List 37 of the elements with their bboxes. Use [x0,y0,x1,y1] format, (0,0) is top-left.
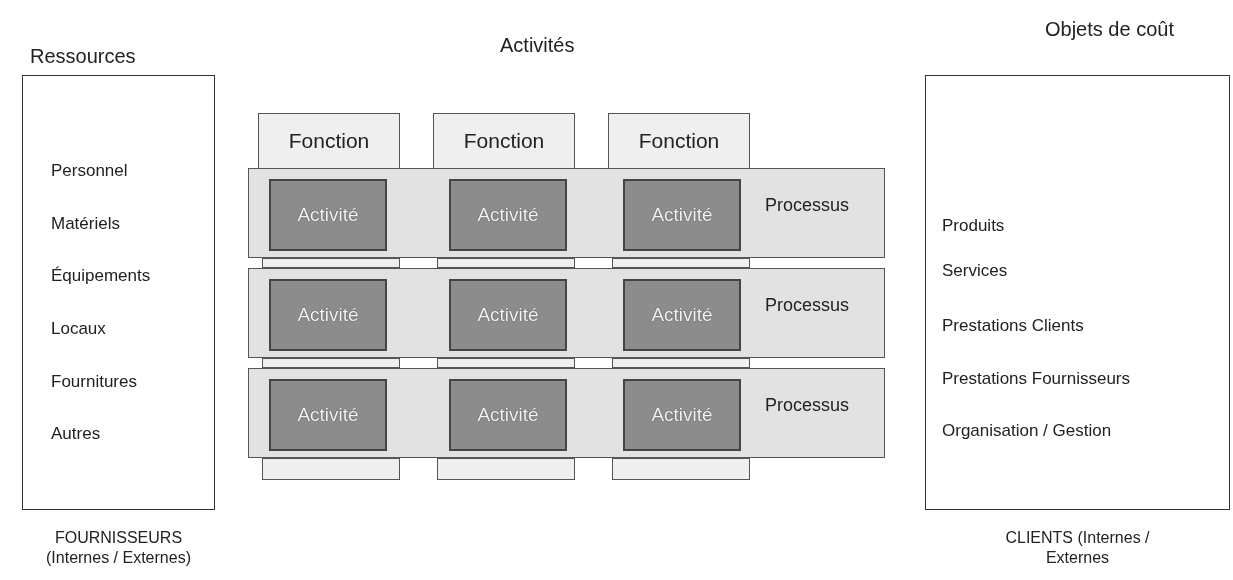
column-heading: Objets de coût [1045,18,1174,41]
list-item: Organisation / Gestion [942,421,1112,441]
function-header: Fonction [258,113,400,169]
column-stub [262,458,400,480]
activity-box: Activité [269,179,387,251]
process-band [248,368,885,458]
list-item: Personnel [51,161,128,181]
function-header: Fonction [433,113,575,169]
activity-box: Activité [449,179,567,251]
column-stub [612,458,750,480]
footer-note: CLIENTS (Internes / Externes [1004,528,1151,568]
section-heading: Activités [500,34,575,57]
process-band [248,268,885,358]
function-header: Fonction [608,113,750,169]
list-item: Locaux [51,319,106,339]
list-item: Équipements [51,266,151,286]
activity-box: Activité [623,379,741,451]
process-label: Processus [765,195,850,216]
list-item: Matériels [51,214,120,234]
activity-box: Activité [449,279,567,351]
column-stub [437,458,575,480]
list-item: Autres [51,424,101,444]
footer-note: FOURNISSEURS (Internes / Externes) [45,528,192,568]
activity-box: Activité [623,179,741,251]
list-item: Prestations Fournisseurs [942,369,1131,389]
process-band [248,168,885,258]
activity-box: Activité [269,379,387,451]
activity-box: Activité [449,379,567,451]
list-item: Produits [942,216,1005,236]
column-heading: Ressources [30,45,136,68]
list-item: Prestations Clients [942,316,1084,336]
activity-box: Activité [623,279,741,351]
activity-box: Activité [269,279,387,351]
process-label: Processus [765,395,850,416]
process-label: Processus [765,295,850,316]
list-item: Services [942,261,1008,281]
list-item: Fournitures [51,372,137,392]
